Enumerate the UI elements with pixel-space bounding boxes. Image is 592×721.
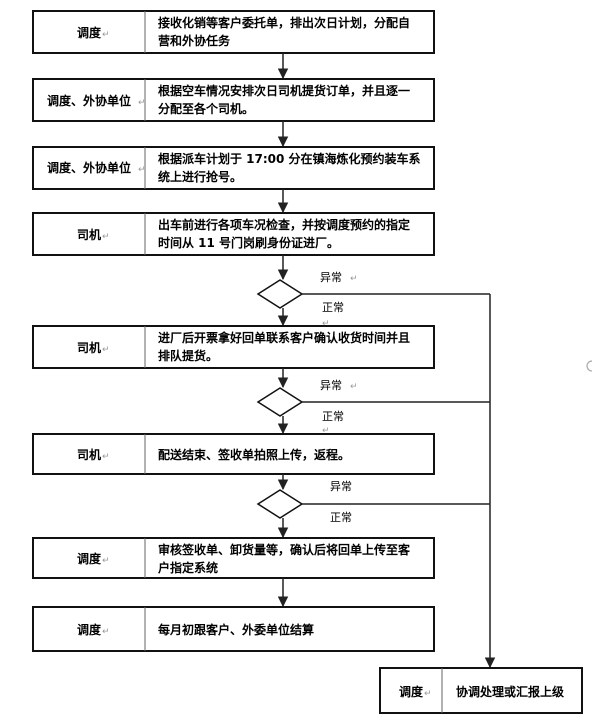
step-1-box: [32, 10, 435, 54]
para-mark: ↵: [322, 319, 330, 329]
step-3-role: 调度、外协单位: [47, 160, 131, 175]
para-mark: ↵: [138, 98, 146, 108]
step-5: 司机 进厂后开票拿好回单联系客户确认收货时间并且 排队提货。: [32, 325, 435, 369]
para-mark: ↵: [424, 689, 432, 699]
para-marks: ↵ ↵ ↵ ↵ ↵ ↵ ↵ ↵ ↵ ↵ ↵ ↵ ↵: [102, 30, 432, 699]
step-5-box: [32, 325, 435, 369]
step-2-role: 调度、外协单位: [47, 93, 131, 108]
step-7-text-line1: 审核签收单、卸货量等，确认后将回单上传至客: [158, 542, 411, 557]
step-1-text-line2: 营和外协任务: [158, 33, 231, 48]
step-4-text-line2: 时间从 11 号门岗刷身份证进厂。: [158, 235, 339, 250]
step-3-text-line2: 统上进行抢号。: [158, 169, 242, 184]
para-mark: ↵: [138, 165, 146, 175]
para-mark: ↵: [350, 274, 358, 284]
step-6-box: [32, 433, 435, 475]
step-7-role: 调度: [77, 551, 102, 566]
step-5-text-line2: 排队提货。: [158, 348, 218, 363]
para-mark: ↵: [350, 382, 358, 392]
para-mark: ↵: [322, 426, 330, 436]
step-1-text-line1: 接收化销等客户委托单，排出次日计划，分配自: [158, 15, 410, 30]
para-mark: ↵: [102, 232, 110, 242]
decision-1-abnormal-label: 异常: [320, 271, 342, 284]
decision-2-abnormal-label: 异常: [320, 379, 342, 392]
step-1-role: 调度: [77, 25, 102, 40]
step-4-text-line1: 出车前进行各项车况检查，并按调度预约的指定: [158, 217, 410, 232]
step-3-text-line1: 根据派车计划于 17:00 分在镇海炼化预约装车系: [158, 151, 421, 166]
step-6: 司机 配送结束、签收单拍照上传，返程。: [32, 433, 435, 475]
step-6-text-line1: 配送结束、签收单拍照上传，返程。: [158, 447, 350, 462]
step-3-box: [32, 146, 435, 190]
decision-3-abnormal-label: 异常: [330, 480, 352, 493]
step-8-box: [32, 606, 435, 652]
step-5-text-line1: 进厂后开票拿好回单联系客户确认收货时间并且: [158, 330, 410, 345]
step-1: 调度 接收化销等客户委托单，排出次日计划，分配自 营和外协任务: [32, 10, 435, 54]
step-8-text-line1: 每月初跟客户、外委单位结算: [158, 622, 314, 637]
escalation-box: [379, 667, 583, 714]
step-2-text-line1: 根据空车情况安排次日司机提货订单，并且逐一: [158, 83, 410, 98]
step-8: 调度 每月初跟客户、外委单位结算: [32, 606, 435, 652]
decision-1-normal-label: 正常: [322, 301, 344, 314]
step-4: 司机 出车前进行各项车况检查，并按调度预约的指定 时间从 11 号门岗刷身份证进…: [32, 212, 435, 256]
step-6-role: 司机: [77, 447, 101, 462]
step-4-role: 司机: [77, 227, 101, 242]
step-4-box: [32, 212, 435, 256]
decision-2-normal-label: 正常: [322, 410, 344, 423]
decision-2-diamond: [256, 387, 304, 417]
step-2-box: [32, 78, 435, 122]
decision-2: 异常 正常: [256, 379, 490, 423]
escalation-text: 协调处理或汇报上级: [456, 684, 564, 699]
step-8-role: 调度: [77, 622, 102, 637]
step-5-role: 司机: [77, 340, 101, 355]
decision-1-diamond: [256, 279, 304, 309]
decision-1: 异常 正常: [256, 271, 490, 314]
decision-3-diamond: [256, 489, 304, 519]
step-7-text-line2: 户指定系统: [158, 560, 218, 575]
step-3: 调度、外协单位 根据派车计划于 17:00 分在镇海炼化预约装车系 统上进行抢号…: [32, 146, 435, 190]
escalation: 调度 协调处理或汇报上级: [379, 667, 583, 714]
step-7-box: [32, 537, 435, 579]
para-mark: ↵: [102, 556, 110, 566]
decision-3-normal-label: 正常: [330, 511, 352, 524]
decision-3: 异常 正常: [256, 480, 490, 524]
para-mark: ↵: [102, 345, 110, 355]
escalation-role: 调度: [399, 684, 424, 699]
step-7: 调度 审核签收单、卸货量等，确认后将回单上传至客 户指定系统: [32, 537, 435, 579]
edge-circle-decoration: [586, 360, 592, 372]
para-mark: ↵: [102, 30, 110, 40]
para-mark: ↵: [102, 627, 110, 637]
step-2-text-line2: 分配至各个司机。: [158, 101, 254, 116]
step-2: 调度、外协单位 根据空车情况安排次日司机提货订单，并且逐一 分配至各个司机。: [32, 78, 435, 122]
para-mark: ↵: [102, 452, 110, 462]
